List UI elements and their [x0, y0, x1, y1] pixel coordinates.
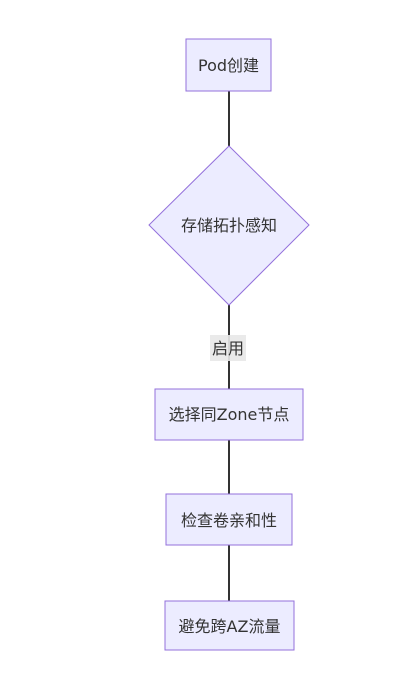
edge-label-text: 启用 [212, 339, 244, 358]
node-avoid-az-box [164, 600, 295, 651]
edge-label-background [210, 335, 246, 361]
node-avoid-az-label: 避免跨AZ流量 [179, 617, 281, 636]
node-topology-aware-diamond [148, 145, 310, 306]
node-pod-create-box [185, 38, 272, 92]
node-select-zone: 选择同Zone节点 [154, 388, 304, 441]
node-select-zone-box [154, 388, 304, 441]
node-check-affinity: 检查卷亲和性 [165, 493, 293, 546]
edge-label-enabled: 启用 [210, 335, 246, 361]
node-pod-create-label: Pod创建 [198, 56, 259, 75]
node-check-affinity-box [165, 493, 293, 546]
node-select-zone-label: 选择同Zone节点 [169, 405, 290, 424]
node-topology-aware-label: 存储拓扑感知 [181, 216, 277, 235]
node-avoid-az: 避免跨AZ流量 [164, 600, 295, 651]
node-topology-aware: 存储拓扑感知 [148, 145, 310, 306]
node-pod-create: Pod创建 [185, 38, 272, 92]
node-check-affinity-label: 检查卷亲和性 [181, 511, 277, 530]
